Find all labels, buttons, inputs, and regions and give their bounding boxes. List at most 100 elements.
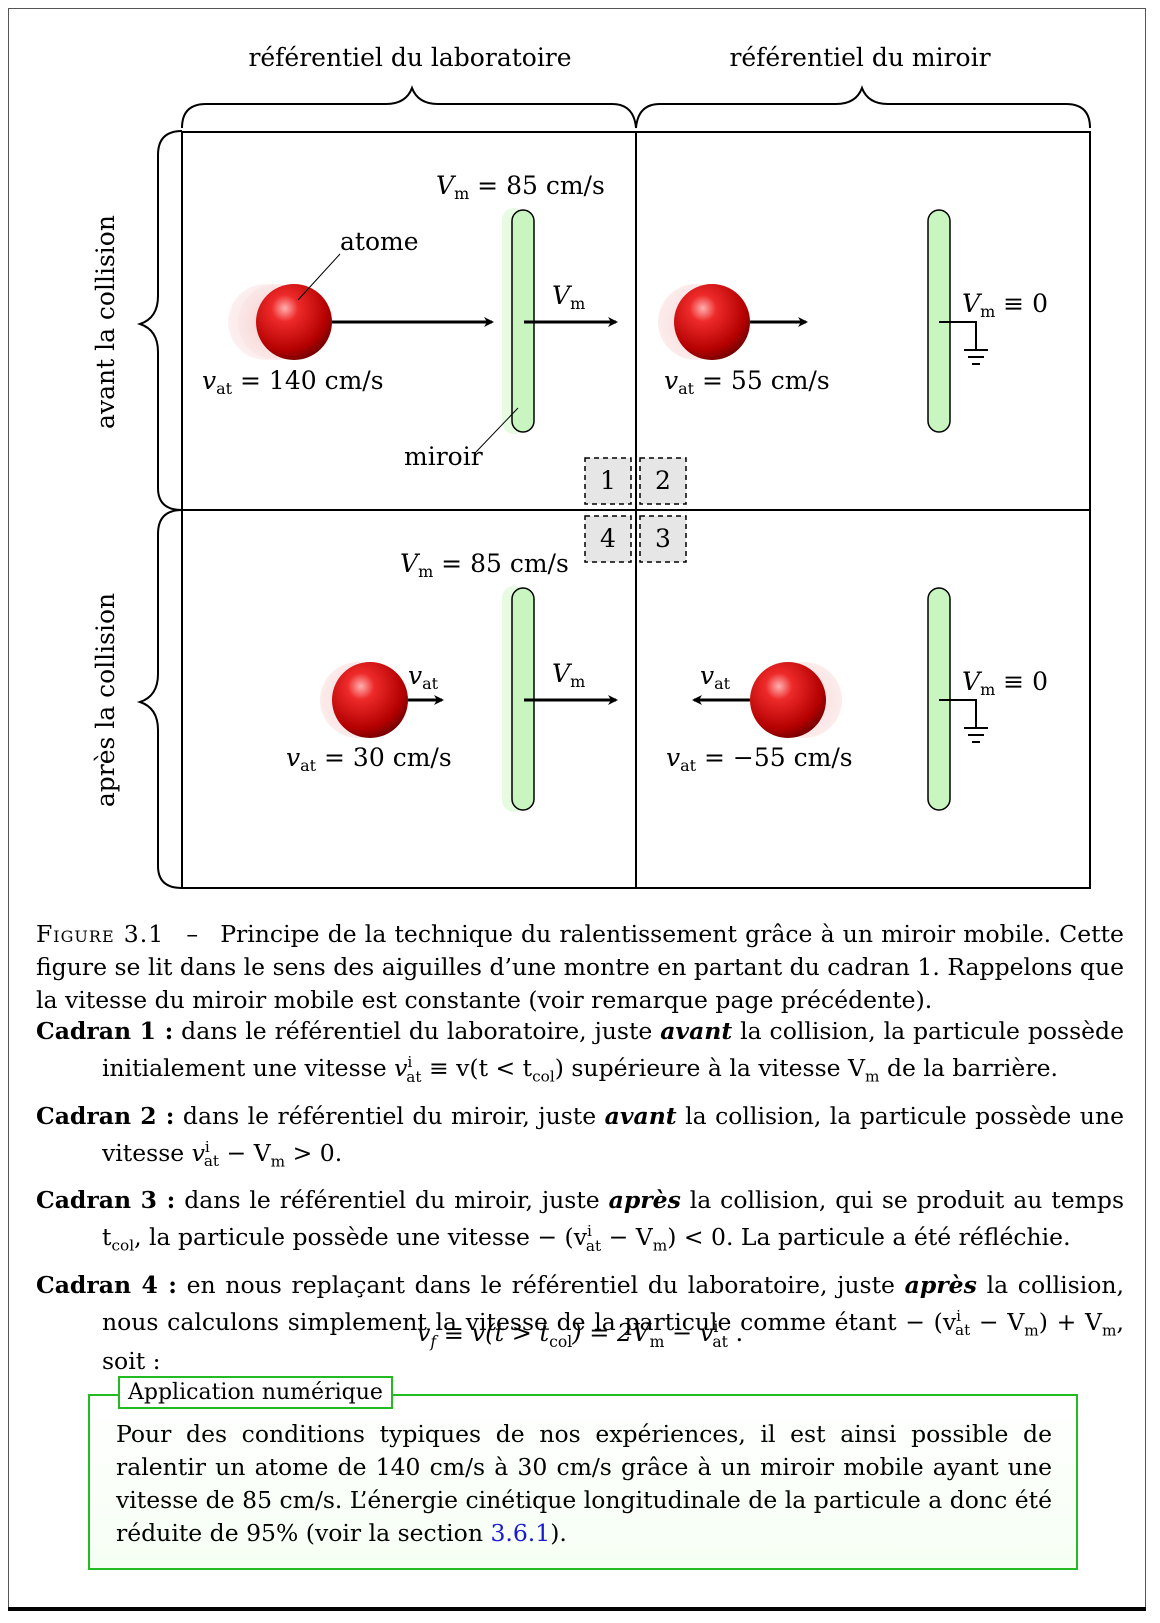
q3-vat-label: vat = −55 cm/s bbox=[666, 743, 853, 775]
item-sub: col bbox=[111, 1236, 135, 1255]
q4-vm-label: Vm = 85 cm/s bbox=[400, 549, 569, 581]
quadrant-3: vat vat = −55 cm/s Vm ≡ 0 bbox=[666, 587, 1048, 811]
item-sup: i bbox=[956, 1306, 961, 1325]
item-text: dans le référentiel du miroir, juste bbox=[184, 1186, 609, 1215]
item-text: , soit : bbox=[102, 1307, 1124, 1376]
item-text: ) supérieure à la vitesse V bbox=[554, 1053, 866, 1082]
header-mirror-frame: référentiel du miroir bbox=[729, 43, 990, 72]
list-item: Cadran 2 : dans le référentiel du miroir… bbox=[36, 1101, 1124, 1178]
q1-atom bbox=[256, 284, 332, 360]
application-title: Application numérique bbox=[118, 1376, 393, 1409]
q2-ground-label: Vm ≡ 0 bbox=[962, 289, 1048, 321]
formula-sub: f bbox=[430, 1332, 437, 1351]
header-lab-frame: référentiel du laboratoire bbox=[248, 43, 571, 72]
q4-vat-label: vat = 30 cm/s bbox=[286, 743, 452, 775]
q1-atom-pointer bbox=[297, 253, 341, 301]
application-body: Pour des conditions typiques de nos expé… bbox=[116, 1420, 1052, 1547]
item-math: v bbox=[191, 1138, 205, 1167]
formula-sup: i bbox=[713, 1318, 719, 1336]
item-title: Cadran 1 : bbox=[36, 1017, 174, 1045]
badge-2: 2 bbox=[655, 466, 671, 495]
list-item: Cadran 3 : dans le référentiel du miroir… bbox=[36, 1185, 1124, 1262]
badge-2-box bbox=[639, 457, 687, 505]
application-end: ). bbox=[550, 1519, 567, 1547]
item-text: − V bbox=[970, 1307, 1025, 1336]
section-link[interactable]: 3.6.1 bbox=[490, 1519, 551, 1547]
item-text: dans le référentiel du laboratoire, just… bbox=[181, 1017, 661, 1045]
brace-top-left bbox=[181, 85, 637, 129]
item-sup: i bbox=[407, 1053, 413, 1071]
quadrant-descriptions: Cadran 1 : dans le référentiel du labora… bbox=[36, 1016, 1124, 1385]
badge-4: 4 bbox=[600, 524, 616, 553]
item-emphasis: après bbox=[904, 1270, 977, 1299]
caption-label: Figure 3.1 bbox=[36, 920, 165, 948]
item-text: en nous replaçant dans le référentiel du… bbox=[186, 1270, 905, 1299]
brace-side-top bbox=[136, 130, 183, 511]
item-text: , la particule possède une vitesse − (v bbox=[134, 1222, 587, 1251]
quadrant-badges: 1 2 4 3 bbox=[584, 457, 687, 563]
list-item: Cadran 1 : dans le référentiel du labora… bbox=[36, 1016, 1124, 1093]
item-sub: m bbox=[1024, 1321, 1039, 1340]
q3-atom-velocity-label: vat bbox=[700, 661, 731, 693]
application-text: Pour des conditions typiques de nos expé… bbox=[116, 1418, 1052, 1550]
item-sup: i bbox=[204, 1137, 210, 1156]
q3-ground-symbol bbox=[939, 699, 988, 743]
q1-vat-label: vat = 140 cm/s bbox=[202, 366, 384, 398]
item-emphasis: avant bbox=[660, 1017, 733, 1045]
side-label-before: avant la collision bbox=[91, 215, 120, 429]
item-text: de la barrière. bbox=[879, 1053, 1058, 1082]
item-text: − V bbox=[601, 1222, 653, 1251]
badge-3: 3 bbox=[655, 524, 671, 553]
item-sub: at bbox=[585, 1236, 602, 1255]
bottom-rule bbox=[8, 1607, 1146, 1611]
list-item: Cadran 4 : en nous replaçant dans le réf… bbox=[36, 1270, 1124, 1378]
formula-part: . bbox=[727, 1319, 744, 1347]
item-sub: at bbox=[954, 1321, 971, 1340]
q2-atom bbox=[674, 284, 750, 360]
q2-ground-symbol bbox=[939, 321, 988, 365]
q1-vm-label: Vm = 85 cm/s bbox=[436, 171, 605, 203]
formula-part: v bbox=[416, 1319, 431, 1347]
item-title: Cadran 4 : bbox=[36, 1270, 177, 1299]
quadrant-2: vat = 55 cm/s Vm ≡ 0 bbox=[658, 209, 1048, 433]
formula-sub: col bbox=[549, 1332, 573, 1351]
item-sub: m bbox=[652, 1236, 668, 1255]
item-emphasis: après bbox=[608, 1186, 681, 1215]
brace-side-bottom bbox=[136, 509, 183, 889]
badge-1-box bbox=[584, 457, 632, 505]
badge-4-box bbox=[584, 515, 632, 563]
quadrant-4: Vm = 85 cm/s vat vat = 30 cm/s Vm bbox=[286, 549, 618, 812]
formula-part: − v bbox=[664, 1319, 714, 1347]
caption-text: Principe de la technique du ralentisseme… bbox=[36, 920, 1124, 1014]
q4-atom bbox=[332, 662, 408, 738]
item-sub: m bbox=[865, 1067, 880, 1086]
collision-figure: référentiel du laboratoire référentiel d… bbox=[91, 43, 1091, 889]
quadrant-1: Vm = 85 cm/s atome vat = 140 cm/s Vm mir… bbox=[202, 171, 618, 471]
item-text: ≡ v(t < t bbox=[421, 1053, 533, 1082]
item-sub: at bbox=[406, 1067, 422, 1086]
q1-mirror-velocity-label: Vm bbox=[552, 281, 585, 313]
item-sub: at bbox=[203, 1152, 220, 1171]
formula-sub: m bbox=[649, 1332, 665, 1351]
badge-3-box bbox=[639, 515, 687, 563]
item-text: > 0. bbox=[285, 1138, 343, 1167]
item-text: la collision, qui se produit au temps t bbox=[102, 1186, 1125, 1251]
item-sub: m bbox=[1102, 1321, 1117, 1340]
q3-atom bbox=[750, 662, 826, 738]
badge-1: 1 bbox=[600, 466, 616, 495]
formula-sub: at bbox=[712, 1332, 728, 1351]
item-title: Cadran 3 : bbox=[36, 1186, 176, 1215]
q4-atom-velocity-label: vat bbox=[408, 661, 439, 693]
item-text: ) + V bbox=[1038, 1307, 1103, 1336]
q1-atom-label: atome bbox=[340, 227, 419, 256]
application-box bbox=[88, 1394, 1078, 1570]
item-math: v bbox=[394, 1053, 408, 1082]
figure-caption: Figure 3.1 – Principe de la technique du… bbox=[36, 918, 1124, 1017]
item-text: la collision, la particule possède une v… bbox=[102, 1101, 1124, 1167]
item-sub: m bbox=[270, 1152, 286, 1171]
item-sup: i bbox=[586, 1222, 592, 1241]
q3-ground-label: Vm ≡ 0 bbox=[962, 667, 1048, 699]
formula-part: ≡ v(t > t bbox=[436, 1319, 550, 1347]
item-title: Cadran 2 : bbox=[36, 1101, 175, 1130]
formula-part: ) = 2V bbox=[572, 1319, 650, 1347]
